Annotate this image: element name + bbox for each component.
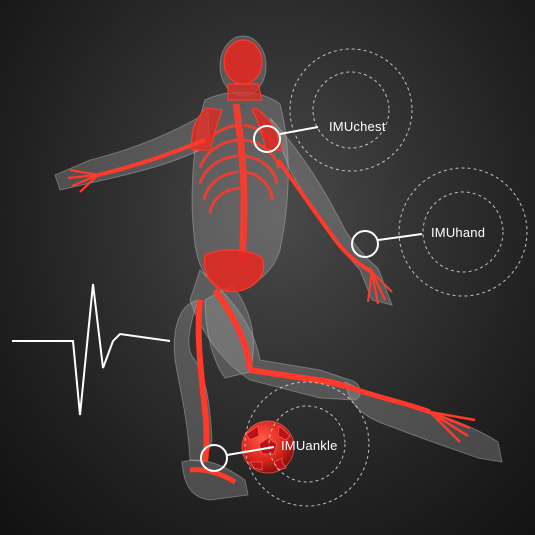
skeleton-highlights [67, 39, 476, 485]
sensor-marker-chest [253, 125, 319, 153]
signal-rings-hand [398, 167, 528, 297]
sensor-marker-ankle [200, 444, 275, 472]
imu-chest-label: IMUchest [329, 119, 386, 134]
sensor-marker-hand [351, 230, 423, 258]
imu-hand-label: IMUhand [431, 225, 486, 240]
imu-ankle-label: IMUankle [281, 438, 338, 453]
heartbeat-ecg-icon [12, 283, 171, 416]
signal-rings-ankle [244, 381, 370, 507]
soccer-ball-icon [241, 420, 295, 474]
signal-rings-chest [289, 48, 413, 172]
